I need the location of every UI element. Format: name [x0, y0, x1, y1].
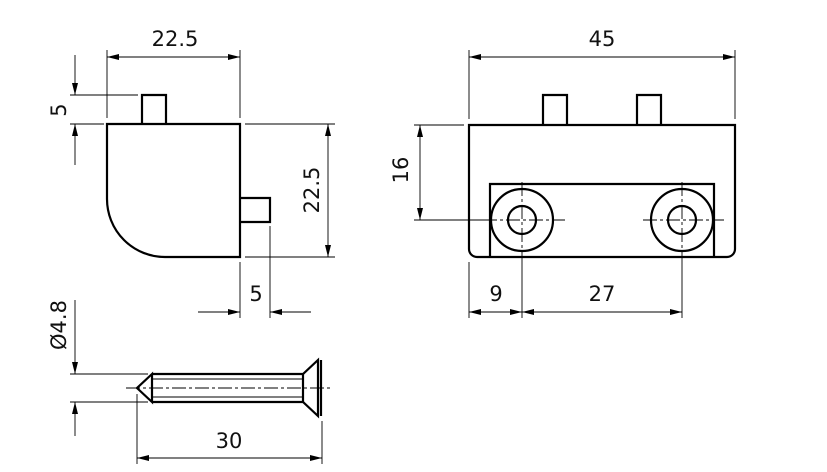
hole-height-label: 16 — [389, 157, 413, 184]
front-view: 45 16 9 27 — [389, 27, 737, 318]
side-pin-height-label: 5 — [47, 103, 71, 116]
side-view: 22.5 5 22.5 5 — [47, 27, 335, 318]
dimension-side-height: 22.5 — [245, 123, 335, 258]
dimension-side-pin-height: 5 — [47, 55, 138, 165]
dimension-screw-diameter: Ø4.8 — [47, 300, 148, 436]
edge-to-hole-label: 9 — [489, 282, 502, 306]
side-body-outline — [105, 122, 242, 259]
dimension-front-width: 45 — [468, 27, 736, 119]
side-pin-length-label: 5 — [249, 282, 262, 306]
dimension-hole-height: 16 — [389, 124, 483, 221]
dimension-side-pin-length: 5 — [198, 226, 311, 318]
front-plate — [488, 182, 716, 257]
dimension-side-width: 22.5 — [106, 27, 241, 118]
dimension-hole-positions: 9 27 — [468, 258, 683, 318]
front-width-label: 45 — [589, 27, 616, 51]
hole-spacing-label: 27 — [589, 282, 616, 306]
dimension-screw-length: 30 — [136, 394, 323, 464]
side-right-pin — [240, 196, 272, 224]
front-pin-right — [635, 93, 663, 125]
front-pin-left — [541, 93, 569, 125]
screw-diameter-label: Ø4.8 — [47, 300, 71, 350]
screw-length-label: 30 — [216, 429, 243, 453]
side-width-label: 22.5 — [152, 27, 199, 51]
side-top-pin — [140, 93, 168, 124]
screw-view: Ø4.8 30 — [47, 300, 333, 464]
front-body-outline — [467, 123, 737, 259]
side-height-label: 22.5 — [300, 167, 324, 214]
